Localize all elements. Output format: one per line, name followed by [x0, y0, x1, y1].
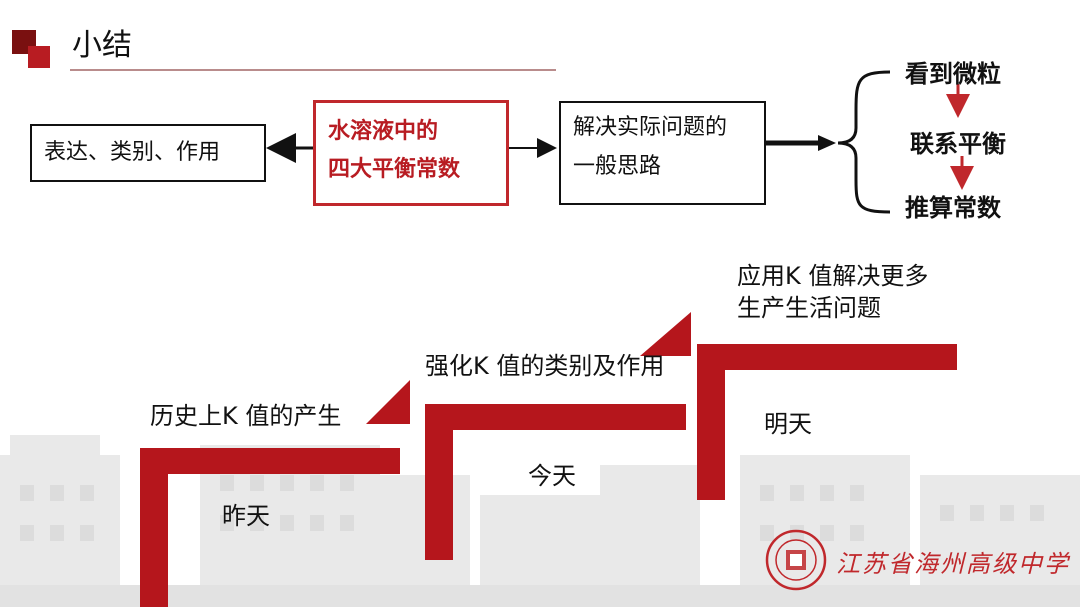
- stair-step-1: [140, 448, 400, 607]
- stair-label-3: 应用K 值解决更多 生产生活问题: [737, 260, 928, 324]
- school-seal-icon: [765, 529, 827, 591]
- day-yesterday: 昨天: [222, 502, 270, 530]
- day-today: 今天: [528, 462, 576, 490]
- page-title: 小结: [72, 28, 132, 63]
- four-constants-line1: 水溶液中的: [328, 119, 439, 144]
- solve-problems-box: 解决实际问题的 一般思路: [559, 101, 766, 205]
- stair-label-1: 历史上K 值的产生: [150, 402, 342, 430]
- four-constants-line2: 四大平衡常数: [328, 157, 461, 182]
- logo-square-red: [28, 46, 50, 68]
- stair-triangle-2: [640, 312, 691, 356]
- school-name: 江苏省海州高级中学: [836, 550, 1070, 578]
- stair-step-2: [425, 404, 686, 560]
- stair-label-3-line2: 生产生活问题: [737, 294, 881, 322]
- day-tomorrow: 明天: [764, 410, 812, 438]
- stair-step-3: [697, 344, 957, 500]
- solve-problems-line2: 一般思路: [573, 154, 662, 179]
- stair-triangle-1: [366, 380, 410, 424]
- title-underline: [70, 69, 556, 71]
- stair-label-2: 强化K 值的类别及作用: [425, 352, 665, 380]
- expression-category-box: 表达、类别、作用: [30, 124, 266, 182]
- stair-label-3-line1: 应用K 值解决更多: [737, 262, 929, 290]
- four-constants-box: 水溶液中的 四大平衡常数: [313, 100, 509, 206]
- step-calc-constant: 推算常数: [905, 194, 1001, 222]
- step-link-equilibrium: 联系平衡: [910, 130, 1006, 158]
- solve-problems-line1: 解决实际问题的: [573, 115, 728, 140]
- expression-category-text: 表达、类别、作用: [44, 140, 221, 165]
- curly-brace: [837, 70, 891, 214]
- step-see-particles: 看到微粒: [905, 60, 1001, 88]
